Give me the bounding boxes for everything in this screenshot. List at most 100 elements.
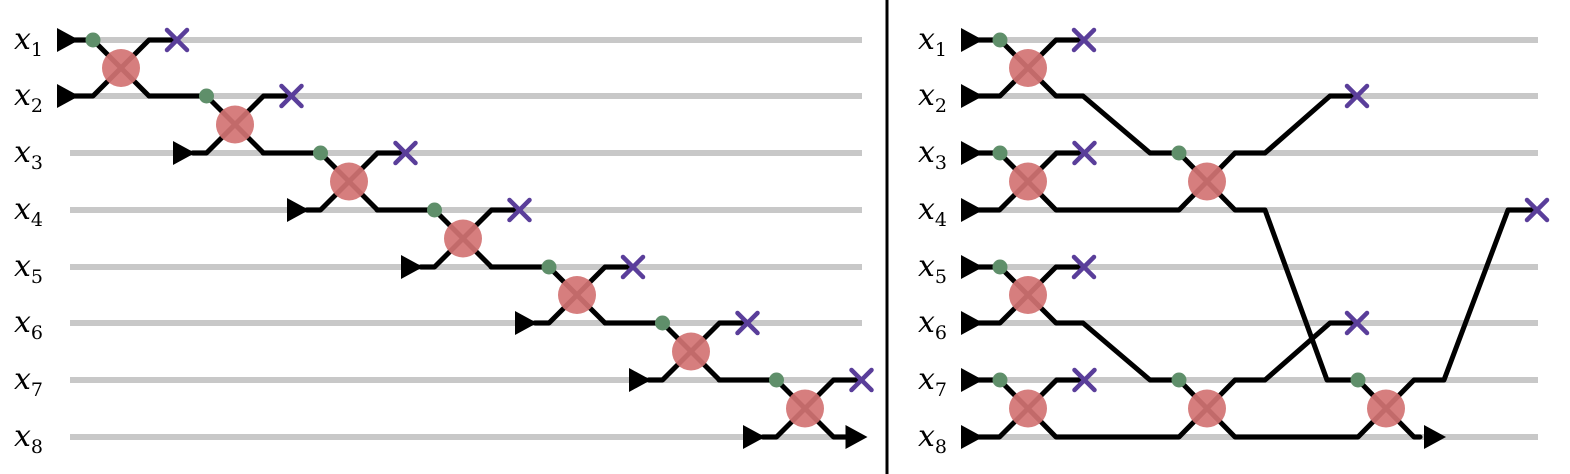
wire-label-base: x: [14, 249, 31, 284]
wire-label-base: x: [918, 192, 935, 227]
wire-label: x3: [14, 135, 43, 174]
triangle-start-icon: [961, 368, 983, 392]
cross-terminate-icon: [620, 254, 646, 280]
triangle-start-icon: [287, 198, 309, 222]
cross-terminate-icon: [1071, 27, 1097, 53]
control-dot-icon: [769, 372, 784, 388]
control-dot-icon: [85, 32, 101, 48]
wire-label-sub: 3: [935, 152, 947, 174]
cross-terminate-icon: [1344, 83, 1370, 109]
wire-label-base: x: [918, 78, 935, 113]
cross-terminate-icon: [1072, 140, 1097, 166]
wire-label-base: x: [918, 305, 935, 340]
merge-node-icon: [216, 105, 254, 144]
cross-stroke: [735, 310, 760, 336]
control-dot-icon: [655, 315, 670, 331]
triangle-start-icon: [515, 311, 537, 335]
control-dot-icon: [992, 372, 1008, 388]
wire-label-sub: 8: [31, 436, 43, 458]
cross-terminate-icon: [164, 27, 190, 53]
control-dot-icon: [992, 145, 1008, 161]
cross-stroke: [164, 27, 190, 53]
triangle-start-icon: [961, 28, 983, 52]
wire-label: x2: [14, 78, 43, 117]
wire-label: x7: [14, 362, 43, 401]
wire-label-base: x: [918, 249, 935, 284]
wire-label: x5: [918, 249, 947, 288]
wire-label-sub: 2: [31, 95, 43, 117]
cross-stroke: [507, 197, 532, 223]
triangle-start-icon: [961, 425, 983, 449]
wire-label-sub: 6: [935, 322, 947, 344]
cross-terminate-icon: [735, 310, 760, 336]
wire-label-sub: 5: [31, 266, 43, 288]
control-dot-icon: [313, 145, 328, 161]
cross-terminate-icon: [1071, 254, 1097, 280]
wire-label: x6: [918, 305, 947, 344]
cross-terminate-icon: [279, 83, 304, 109]
triangle-output-icon: [1424, 425, 1446, 449]
merge-node-icon: [672, 332, 710, 371]
wire-label-sub: 8: [935, 436, 947, 458]
triangle-start-icon: [961, 141, 983, 165]
triangle-start-icon: [629, 368, 651, 392]
wire-label-base: x: [14, 362, 31, 397]
connection-path: [1383, 207, 1535, 411]
connection-path: [1025, 406, 1210, 440]
control-dot-icon: [992, 259, 1008, 275]
triangle-start-icon: [961, 198, 983, 222]
control-dot-icon: [199, 88, 214, 104]
merge-node-icon: [1188, 162, 1226, 201]
connection-path: [1025, 292, 1210, 411]
control-dot-icon: [1171, 145, 1187, 161]
cross-stroke: [1072, 367, 1097, 393]
connection-path: [1204, 406, 1389, 440]
cross-stroke: [1524, 197, 1550, 223]
cross-stroke: [1344, 83, 1370, 109]
cross-stroke: [1344, 310, 1370, 336]
cross-stroke: [849, 367, 874, 393]
merge-node-icon: [102, 49, 140, 87]
wire-label-base: x: [14, 22, 31, 57]
triangle-start-icon: [173, 141, 195, 165]
merge-node-icon: [1009, 162, 1047, 201]
wire-label: x1: [14, 22, 43, 61]
wire-label: x4: [14, 192, 43, 231]
control-dot-icon: [992, 32, 1008, 48]
merge-node-icon: [1188, 389, 1226, 428]
wire-label-sub: 7: [935, 379, 947, 401]
connection-path: [1204, 320, 1355, 411]
cross-stroke: [1072, 140, 1097, 166]
wire-label-base: x: [918, 362, 935, 397]
triangle-start-icon: [961, 84, 983, 108]
wire-label-base: x: [14, 78, 31, 113]
cross-terminate-icon: [1524, 197, 1550, 223]
cross-stroke: [393, 140, 418, 166]
control-dot-icon: [1171, 372, 1187, 388]
wire-label-sub: 6: [31, 322, 43, 344]
triangle-output-icon: [845, 425, 868, 449]
wire-label: x8: [918, 419, 947, 458]
merge-node-icon: [786, 389, 824, 428]
control-dot-icon: [427, 202, 442, 218]
wire-label: x6: [14, 305, 43, 344]
wire-label: x8: [14, 419, 43, 458]
wire-label: x2: [918, 78, 947, 117]
cross-stroke: [1071, 254, 1097, 280]
cross-stroke: [1071, 27, 1097, 53]
merge-node-icon: [330, 162, 368, 201]
control-dot-icon: [541, 259, 557, 275]
wire-label-base: x: [14, 419, 31, 454]
wire-label-base: x: [918, 135, 935, 170]
triangle-start-icon: [961, 311, 983, 335]
control-dot-icon: [1350, 372, 1366, 388]
wire-label-sub: 2: [935, 95, 947, 117]
wire-label-sub: 4: [31, 209, 43, 231]
wire-label-base: x: [918, 419, 935, 454]
wire-label: x3: [918, 135, 947, 174]
triangle-start-icon: [743, 425, 765, 449]
merge-node-icon: [1009, 49, 1047, 87]
wire-label-base: x: [14, 192, 31, 227]
